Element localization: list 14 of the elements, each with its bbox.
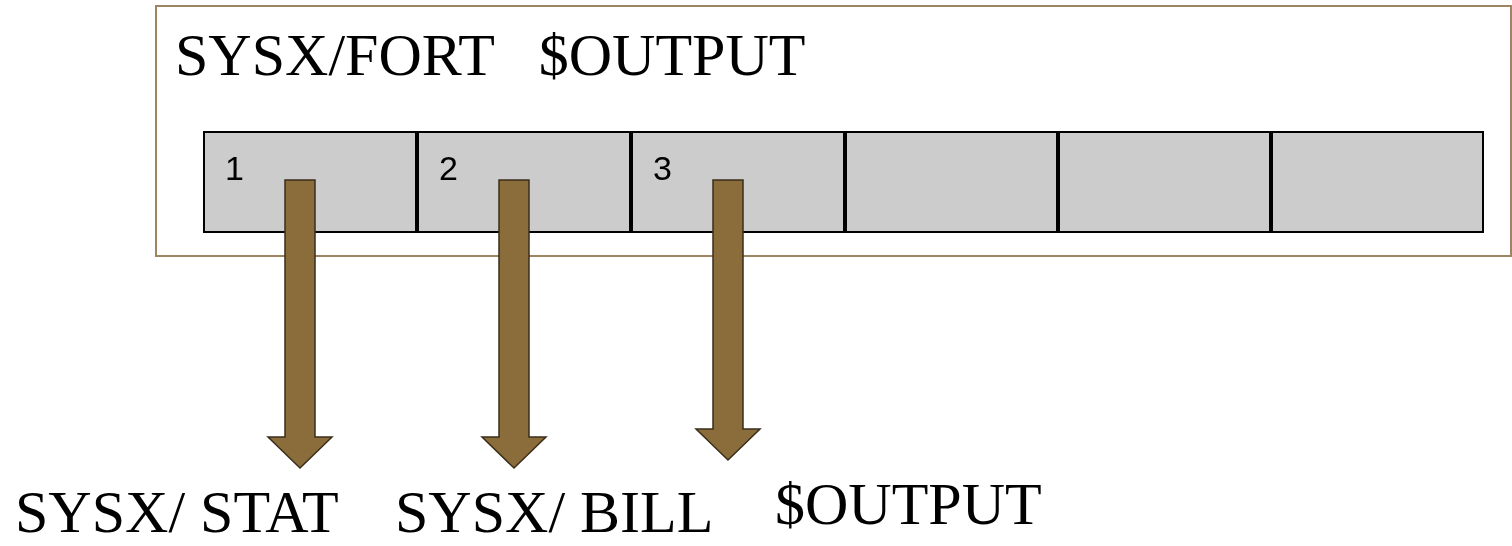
outer-frame (155, 5, 1512, 257)
output-label: $OUTPUT (775, 470, 1070, 534)
table-cell (417, 131, 631, 233)
output-label: SYSX/ STAT (15, 478, 360, 546)
cell-number: 3 (653, 151, 672, 185)
block-arrow (266, 179, 334, 470)
cell-number: 2 (439, 151, 458, 185)
output-label: SYSX/ BILL (395, 478, 735, 546)
block-arrow (694, 179, 762, 462)
block-arrow (480, 179, 548, 470)
table-cell (203, 131, 417, 233)
frame-title: SYSX/FORT $OUTPUT (175, 25, 806, 85)
table-cell (631, 131, 845, 233)
cell-number: 1 (225, 151, 244, 185)
